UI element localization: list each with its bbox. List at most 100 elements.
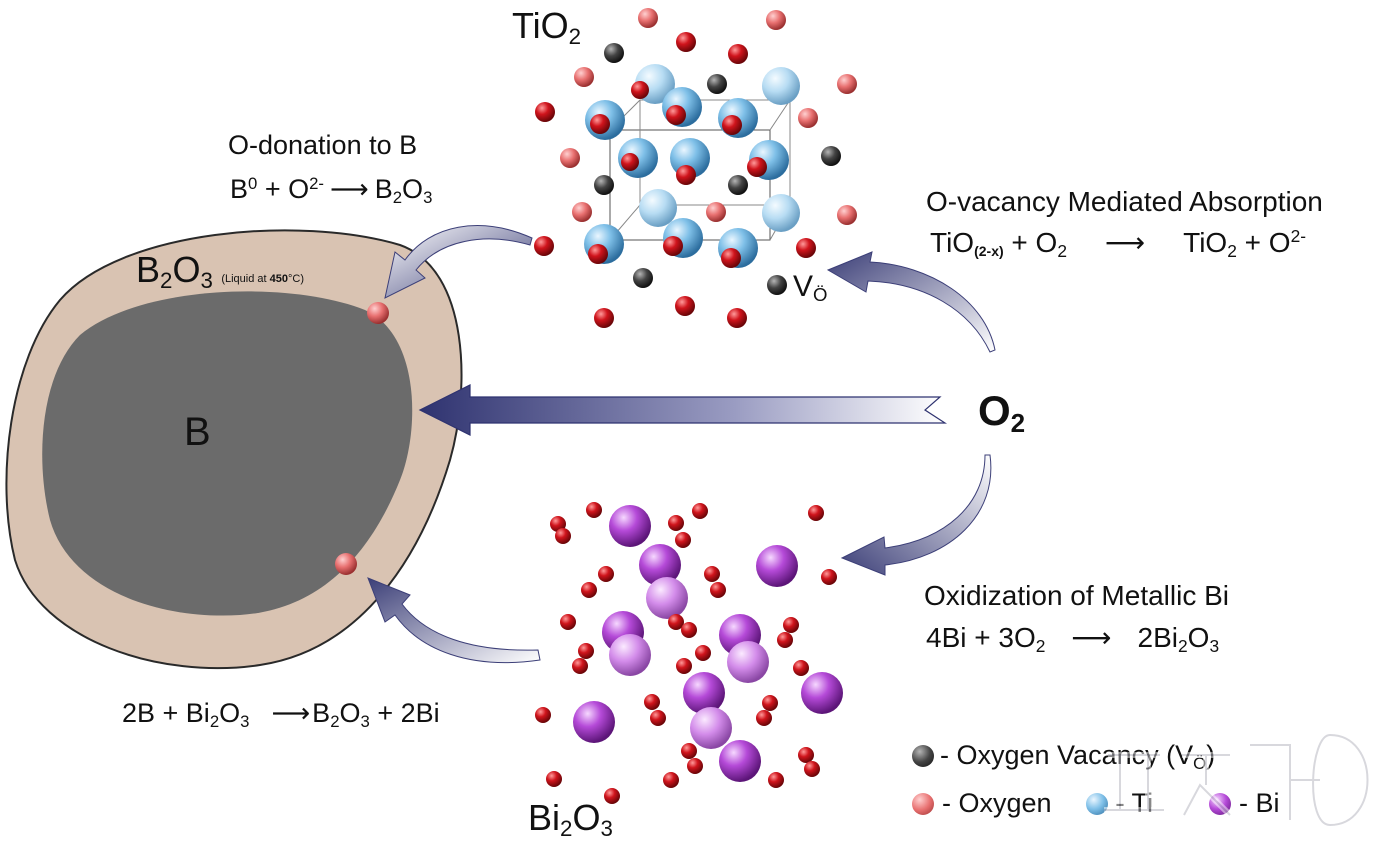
legend-bi-text: - Bi bbox=[1239, 788, 1280, 818]
bi-oxidization-title: Oxidization of Metallic Bi bbox=[924, 582, 1229, 610]
oxygen-atom bbox=[594, 308, 614, 328]
oxygen-atom bbox=[578, 643, 594, 659]
o-donation-title: O-donation to B bbox=[228, 132, 417, 159]
legend-oxygen-text: - Oxygen bbox=[942, 788, 1052, 818]
oxygen-atom bbox=[555, 528, 571, 544]
vacancy-absorption-equation: TiO(2-x) + O2⟶TiO2 + O2- bbox=[930, 227, 1306, 260]
core-label: B bbox=[184, 412, 211, 452]
oxygen-atom bbox=[534, 236, 554, 256]
oxygen-atom bbox=[560, 614, 576, 630]
oxygen-atom bbox=[808, 505, 824, 521]
o2-center-label: O2 bbox=[978, 387, 1025, 437]
oxygen-atom bbox=[681, 622, 697, 638]
shell-label: B2O3 (Liquid at 450°C) bbox=[136, 249, 305, 292]
oxygen-atom bbox=[722, 115, 742, 135]
eq-term: + O bbox=[1236, 227, 1291, 258]
bi2o3-b2: O bbox=[572, 797, 601, 838]
eq-sup: 0 bbox=[248, 173, 258, 193]
boron-core bbox=[42, 291, 413, 616]
oxygen-atom bbox=[727, 308, 747, 328]
oxygen-atom bbox=[668, 614, 684, 630]
oxygen-atom bbox=[783, 617, 799, 633]
eq-term: B bbox=[312, 698, 331, 728]
vacancy-absorption-title: O-vacancy Mediated Absorption bbox=[926, 188, 1323, 216]
oxygen-atom bbox=[574, 67, 594, 87]
oxygen-atom bbox=[777, 632, 793, 648]
eq-sub: 2 bbox=[392, 187, 403, 207]
eq-term: 2B + Bi bbox=[122, 698, 210, 728]
arrow-tio2-to-particle bbox=[384, 225, 533, 299]
legend-vacancy: - Oxygen Vacancy (VÖ) bbox=[912, 740, 1215, 773]
oxygen-swatch-icon bbox=[912, 792, 934, 815]
b-reduction-equation: 2B + Bi2O3⟶B2O3 + 2Bi bbox=[122, 698, 440, 730]
arrow-o2-to-tio2 bbox=[826, 251, 996, 353]
oxygen-atom bbox=[704, 566, 720, 582]
legend-ti-text: - Ti bbox=[1115, 788, 1154, 818]
oxygen-atom bbox=[804, 761, 820, 777]
oxygen-atom bbox=[535, 707, 551, 723]
main-oxygen-arrow bbox=[418, 384, 948, 436]
oxygen-atom bbox=[638, 8, 658, 28]
oxygen-atom bbox=[681, 743, 697, 759]
bi-swatch-icon bbox=[1209, 792, 1232, 815]
tio2-sub: 2 bbox=[568, 24, 582, 50]
reaction-arrow: ⟶ bbox=[271, 698, 311, 728]
ti-atom bbox=[762, 194, 800, 232]
o2-sub: 2 bbox=[1010, 408, 1026, 439]
oxygen-atom bbox=[644, 694, 660, 710]
oxygen-atom bbox=[598, 566, 614, 582]
o-donation-title-text: O-donation to B bbox=[228, 130, 418, 160]
eq-term: 4Bi + 3O bbox=[926, 622, 1036, 653]
ti-atom bbox=[762, 67, 800, 105]
oxygen-atom bbox=[560, 148, 580, 168]
shell-s1: 2 bbox=[160, 268, 173, 294]
bi-atom bbox=[756, 545, 798, 587]
reaction-arrow: ⟶ bbox=[1105, 227, 1146, 258]
vacancy-swatch-icon bbox=[912, 744, 934, 767]
oxygen-atom bbox=[572, 202, 592, 222]
eq-term: + 2Bi bbox=[369, 698, 440, 728]
eq-sub: 2 bbox=[1057, 240, 1067, 261]
tio2-label: TiO2 bbox=[512, 8, 581, 48]
shell-note-temp: 450 bbox=[269, 273, 288, 285]
vacancy-atom bbox=[633, 268, 653, 288]
vacancy-atom bbox=[594, 175, 614, 195]
legend-elements: - Oxygen - Ti - Bi bbox=[912, 788, 1280, 819]
eq-term: + O bbox=[1003, 227, 1058, 258]
eq-term: TiO bbox=[1183, 227, 1228, 258]
oxygen-atom bbox=[668, 515, 684, 531]
eq-term: O bbox=[402, 174, 424, 204]
oxygen-atom bbox=[695, 645, 711, 661]
eq-sub: 2 bbox=[1035, 635, 1046, 656]
eq-sub: 2 bbox=[330, 711, 340, 731]
vacancy-atom bbox=[604, 43, 624, 63]
vacancy-sub: Ö bbox=[813, 284, 828, 306]
surface-oxygen-atom bbox=[335, 553, 357, 575]
bi2o3-label: Bi2O3 bbox=[528, 797, 613, 840]
oxygen-atom bbox=[747, 157, 767, 177]
eq-term: O bbox=[339, 698, 361, 728]
bi-atom bbox=[573, 701, 615, 743]
oxygen-atom bbox=[666, 105, 686, 125]
eq-sub: 3 bbox=[240, 711, 250, 731]
oxygen-atom bbox=[837, 74, 857, 94]
oxygen-atom bbox=[762, 695, 778, 711]
shell-note-post: °C) bbox=[288, 273, 305, 285]
tio2-lattice bbox=[534, 8, 857, 328]
oxygen-atom bbox=[546, 771, 562, 787]
o2-base: O bbox=[978, 387, 1011, 434]
bi-atom bbox=[690, 707, 732, 749]
oxygen-atom bbox=[756, 710, 772, 726]
oxygen-atom bbox=[837, 205, 857, 225]
eq-sub: 3 bbox=[1209, 635, 1220, 656]
oxygen-atom bbox=[572, 658, 588, 674]
oxygen-atom bbox=[550, 516, 566, 532]
vacancy-atom bbox=[821, 146, 841, 166]
oxygen-atom bbox=[710, 582, 726, 598]
arrow-bi2o3-to-particle bbox=[367, 577, 541, 664]
bi2o3-cluster bbox=[535, 502, 843, 804]
oxygen-atom bbox=[631, 81, 649, 99]
shell-b2: O bbox=[172, 249, 201, 290]
oxygen-atom bbox=[692, 503, 708, 519]
